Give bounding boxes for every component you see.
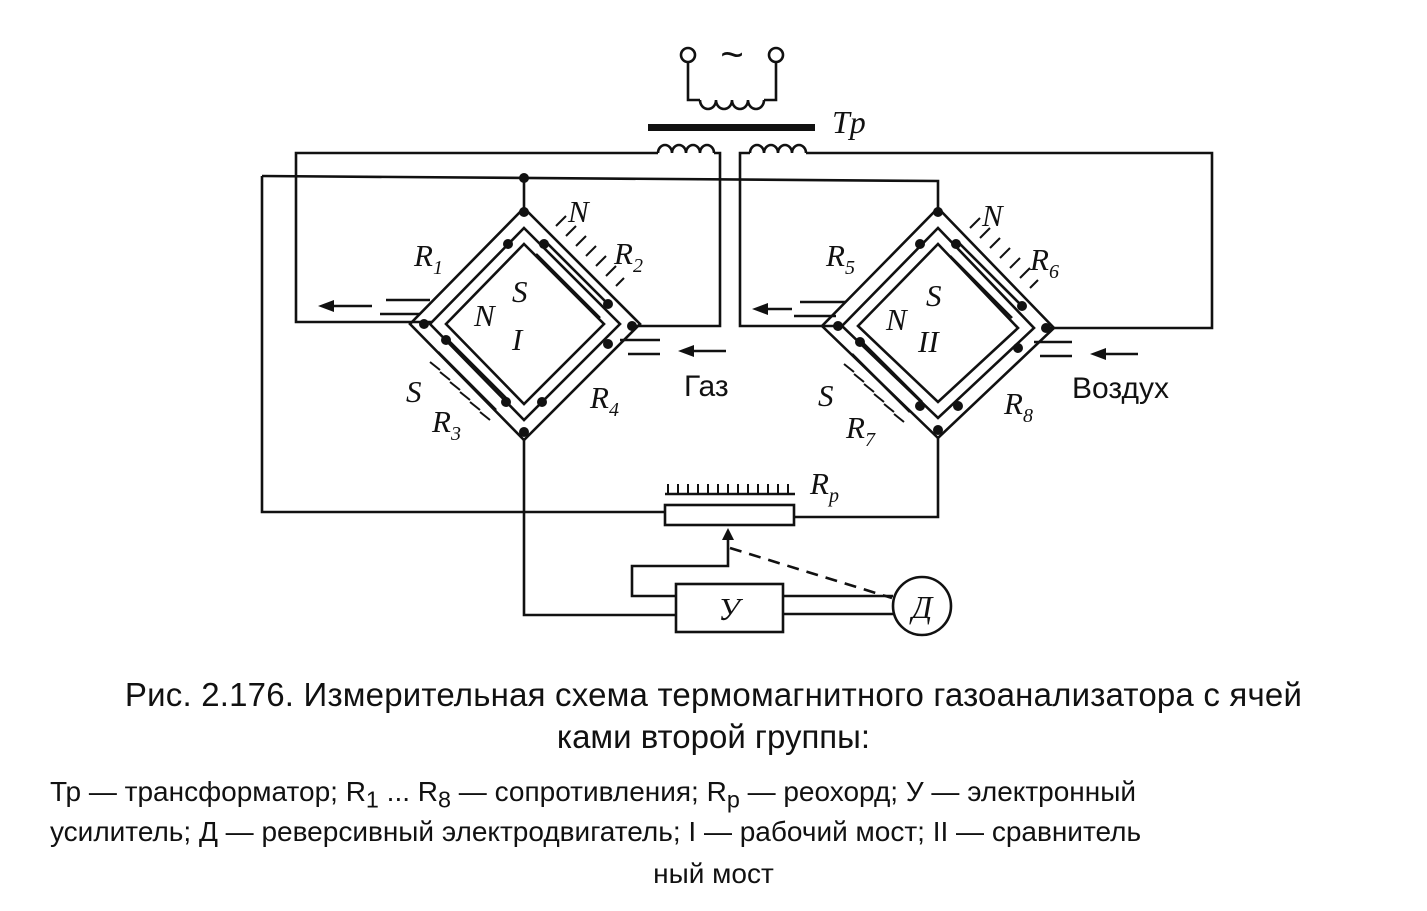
circuit-diagram: ~ Tp <box>260 33 1214 637</box>
legend-text: Тр — трансформатор; R <box>50 776 366 807</box>
label-r2: R2 <box>613 236 643 277</box>
label-bridge1: I <box>511 322 524 357</box>
figure-caption-line1: Рис. 2.176. Измерительная схема термомаг… <box>124 676 1303 713</box>
label-rp: Rp <box>809 466 839 507</box>
label-r6: R6 <box>1029 242 1059 283</box>
label-s-bridge1-bottom: S <box>406 374 422 409</box>
amplifier-label: У <box>718 591 743 627</box>
legend-line2: усилитель; Д — реверсивный электродвигат… <box>50 816 1142 847</box>
transformer-label: Tp <box>832 104 866 140</box>
label-r5: R5 <box>825 238 855 279</box>
label-r3: R3 <box>431 404 461 445</box>
label-r1: R1 <box>413 238 443 279</box>
label-r7: R7 <box>845 410 876 451</box>
figure-caption-line2: ками второй группы: <box>556 718 871 755</box>
ac-source: ~ <box>679 33 785 102</box>
ac-symbol: ~ <box>720 33 743 77</box>
label-s-bridge1-inner: S <box>512 274 528 309</box>
label-n-bridge1-inner: N <box>473 298 497 333</box>
label-s-bridge2-inner: S <box>926 278 942 313</box>
label-n-bridge2-top: N <box>981 198 1005 233</box>
label-r4: R4 <box>589 380 619 421</box>
transformer-secondary-coil-left <box>656 143 716 154</box>
label-air: Воздух <box>1072 372 1169 405</box>
label-s-bridge2-bottom: S <box>818 378 834 413</box>
legend-text: — реохорд; У — электронный <box>739 776 1136 807</box>
legend-sub: 1 <box>365 786 379 813</box>
bridge-2 <box>752 206 1138 440</box>
label-r8: R8 <box>1003 386 1033 427</box>
label-bridge2: II <box>917 324 940 359</box>
legend-line1: Тр — трансформатор; R1 ... R8 — сопротив… <box>50 776 1380 814</box>
legend-sub: р <box>726 786 740 813</box>
transformer-primary-coil <box>698 99 766 111</box>
legend-line3: ный мост <box>653 858 774 889</box>
bridge-1 <box>318 173 726 442</box>
label-n-bridge1-top: N <box>567 194 591 229</box>
legend-text: — сопротивления; R <box>451 776 727 807</box>
label-n-bridge2-inner: N <box>885 302 909 337</box>
wiring <box>260 151 1214 617</box>
amplifier-block: У <box>674 582 785 634</box>
motor-label: Д <box>909 589 934 625</box>
label-gas: Газ <box>684 370 729 403</box>
legend-text: ... R <box>378 776 439 807</box>
transformer-secondary-coil-right <box>748 143 808 154</box>
motor: Д <box>891 575 953 637</box>
transformer-core <box>648 124 815 131</box>
rheochord-rp <box>663 484 796 527</box>
legend-sub: 8 <box>438 786 452 813</box>
